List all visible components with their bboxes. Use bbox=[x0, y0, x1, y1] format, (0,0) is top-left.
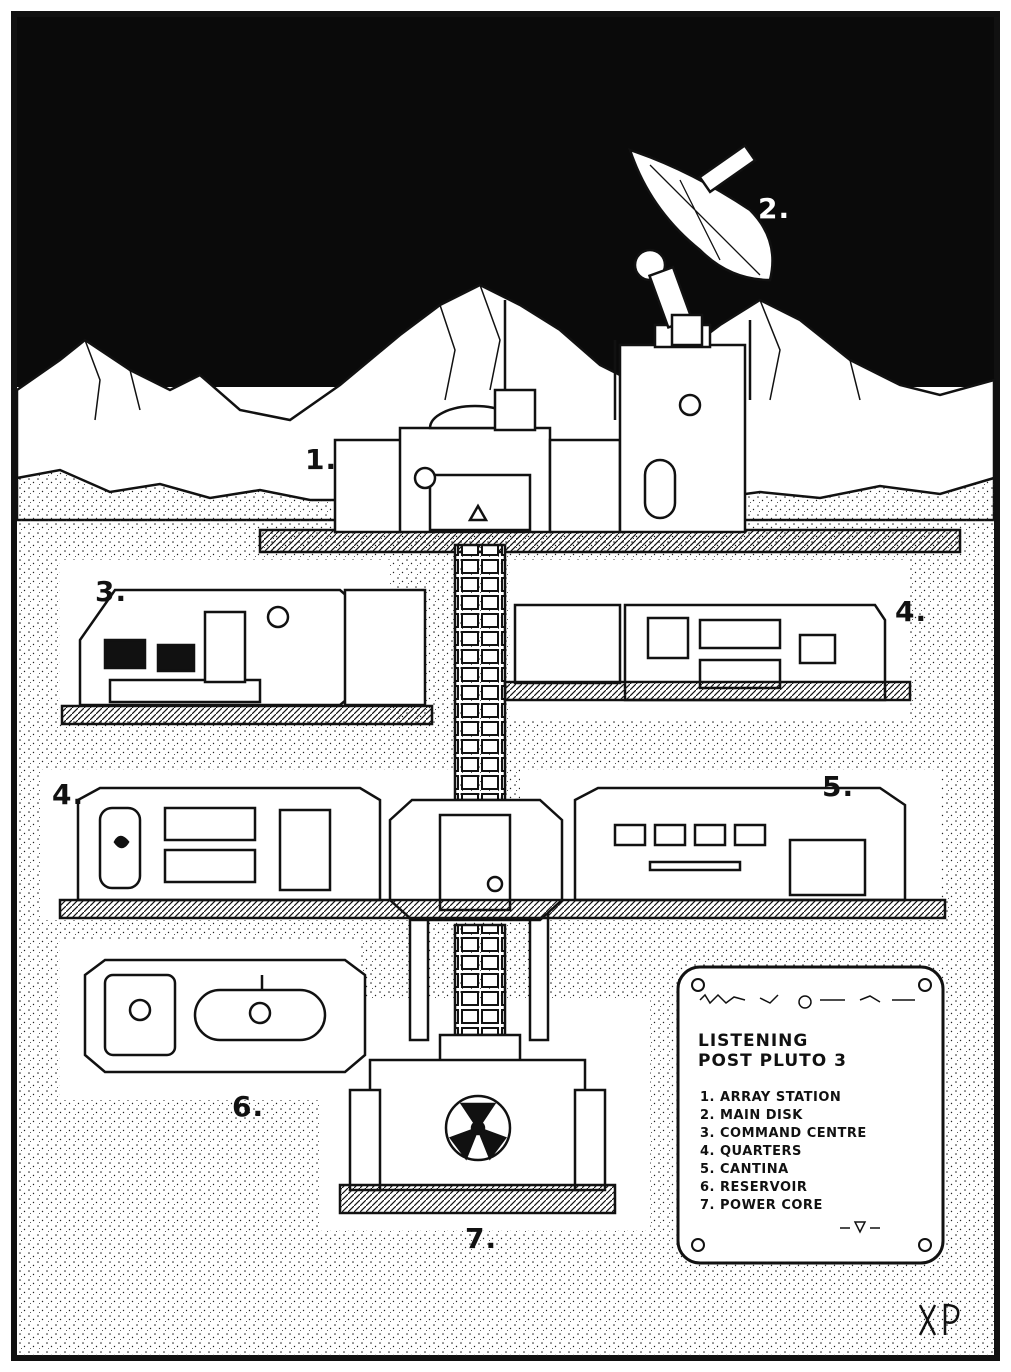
legend: LISTENING POST PLUTO 3 1. ARRAY STATION … bbox=[678, 967, 943, 1263]
legend-glyph-decoration bbox=[699, 993, 915, 1005]
marker-reservoir: 6. bbox=[232, 1090, 265, 1123]
cantina-room bbox=[573, 786, 907, 902]
legend-item: 3. COMMAND CENTRE bbox=[700, 1126, 867, 1141]
legend-item: 4. QUARTERS bbox=[700, 1144, 802, 1159]
marker-array-station: 1. bbox=[305, 443, 338, 476]
command-centre-room bbox=[60, 588, 434, 726]
marker-cantina: 5. bbox=[822, 770, 855, 803]
marker-command-centre: 3. bbox=[95, 575, 128, 608]
central-hub-module bbox=[388, 798, 564, 922]
legend-item: 2. MAIN DISK bbox=[700, 1108, 803, 1123]
legend-panel bbox=[676, 965, 945, 1265]
quarters-lower-room bbox=[76, 786, 382, 902]
legend-title-line2: POST PLUTO 3 bbox=[698, 1051, 847, 1071]
marker-quarters-upper: 4. bbox=[895, 595, 928, 628]
main-disk-dish bbox=[628, 143, 774, 347]
power-core-module bbox=[338, 1033, 617, 1215]
marker-power-core: 7. bbox=[465, 1222, 498, 1255]
legend-item: 5. CANTINA bbox=[700, 1162, 789, 1177]
quarters-upper-room bbox=[503, 603, 912, 702]
artist-signature bbox=[918, 1303, 960, 1336]
reservoir-room bbox=[83, 958, 367, 1074]
marker-quarters-lower: 4. bbox=[52, 778, 85, 811]
legend-title-line1: LISTENING bbox=[698, 1031, 809, 1051]
legend-item: 7. POWER CORE bbox=[700, 1198, 823, 1213]
legend-item: 6. RESERVOIR bbox=[700, 1180, 808, 1195]
marker-main-disk: 2. bbox=[758, 192, 791, 225]
central-ladder-shaft bbox=[408, 543, 550, 1042]
legend-item: 1. ARRAY STATION bbox=[700, 1090, 842, 1105]
array-station-building bbox=[258, 300, 962, 554]
